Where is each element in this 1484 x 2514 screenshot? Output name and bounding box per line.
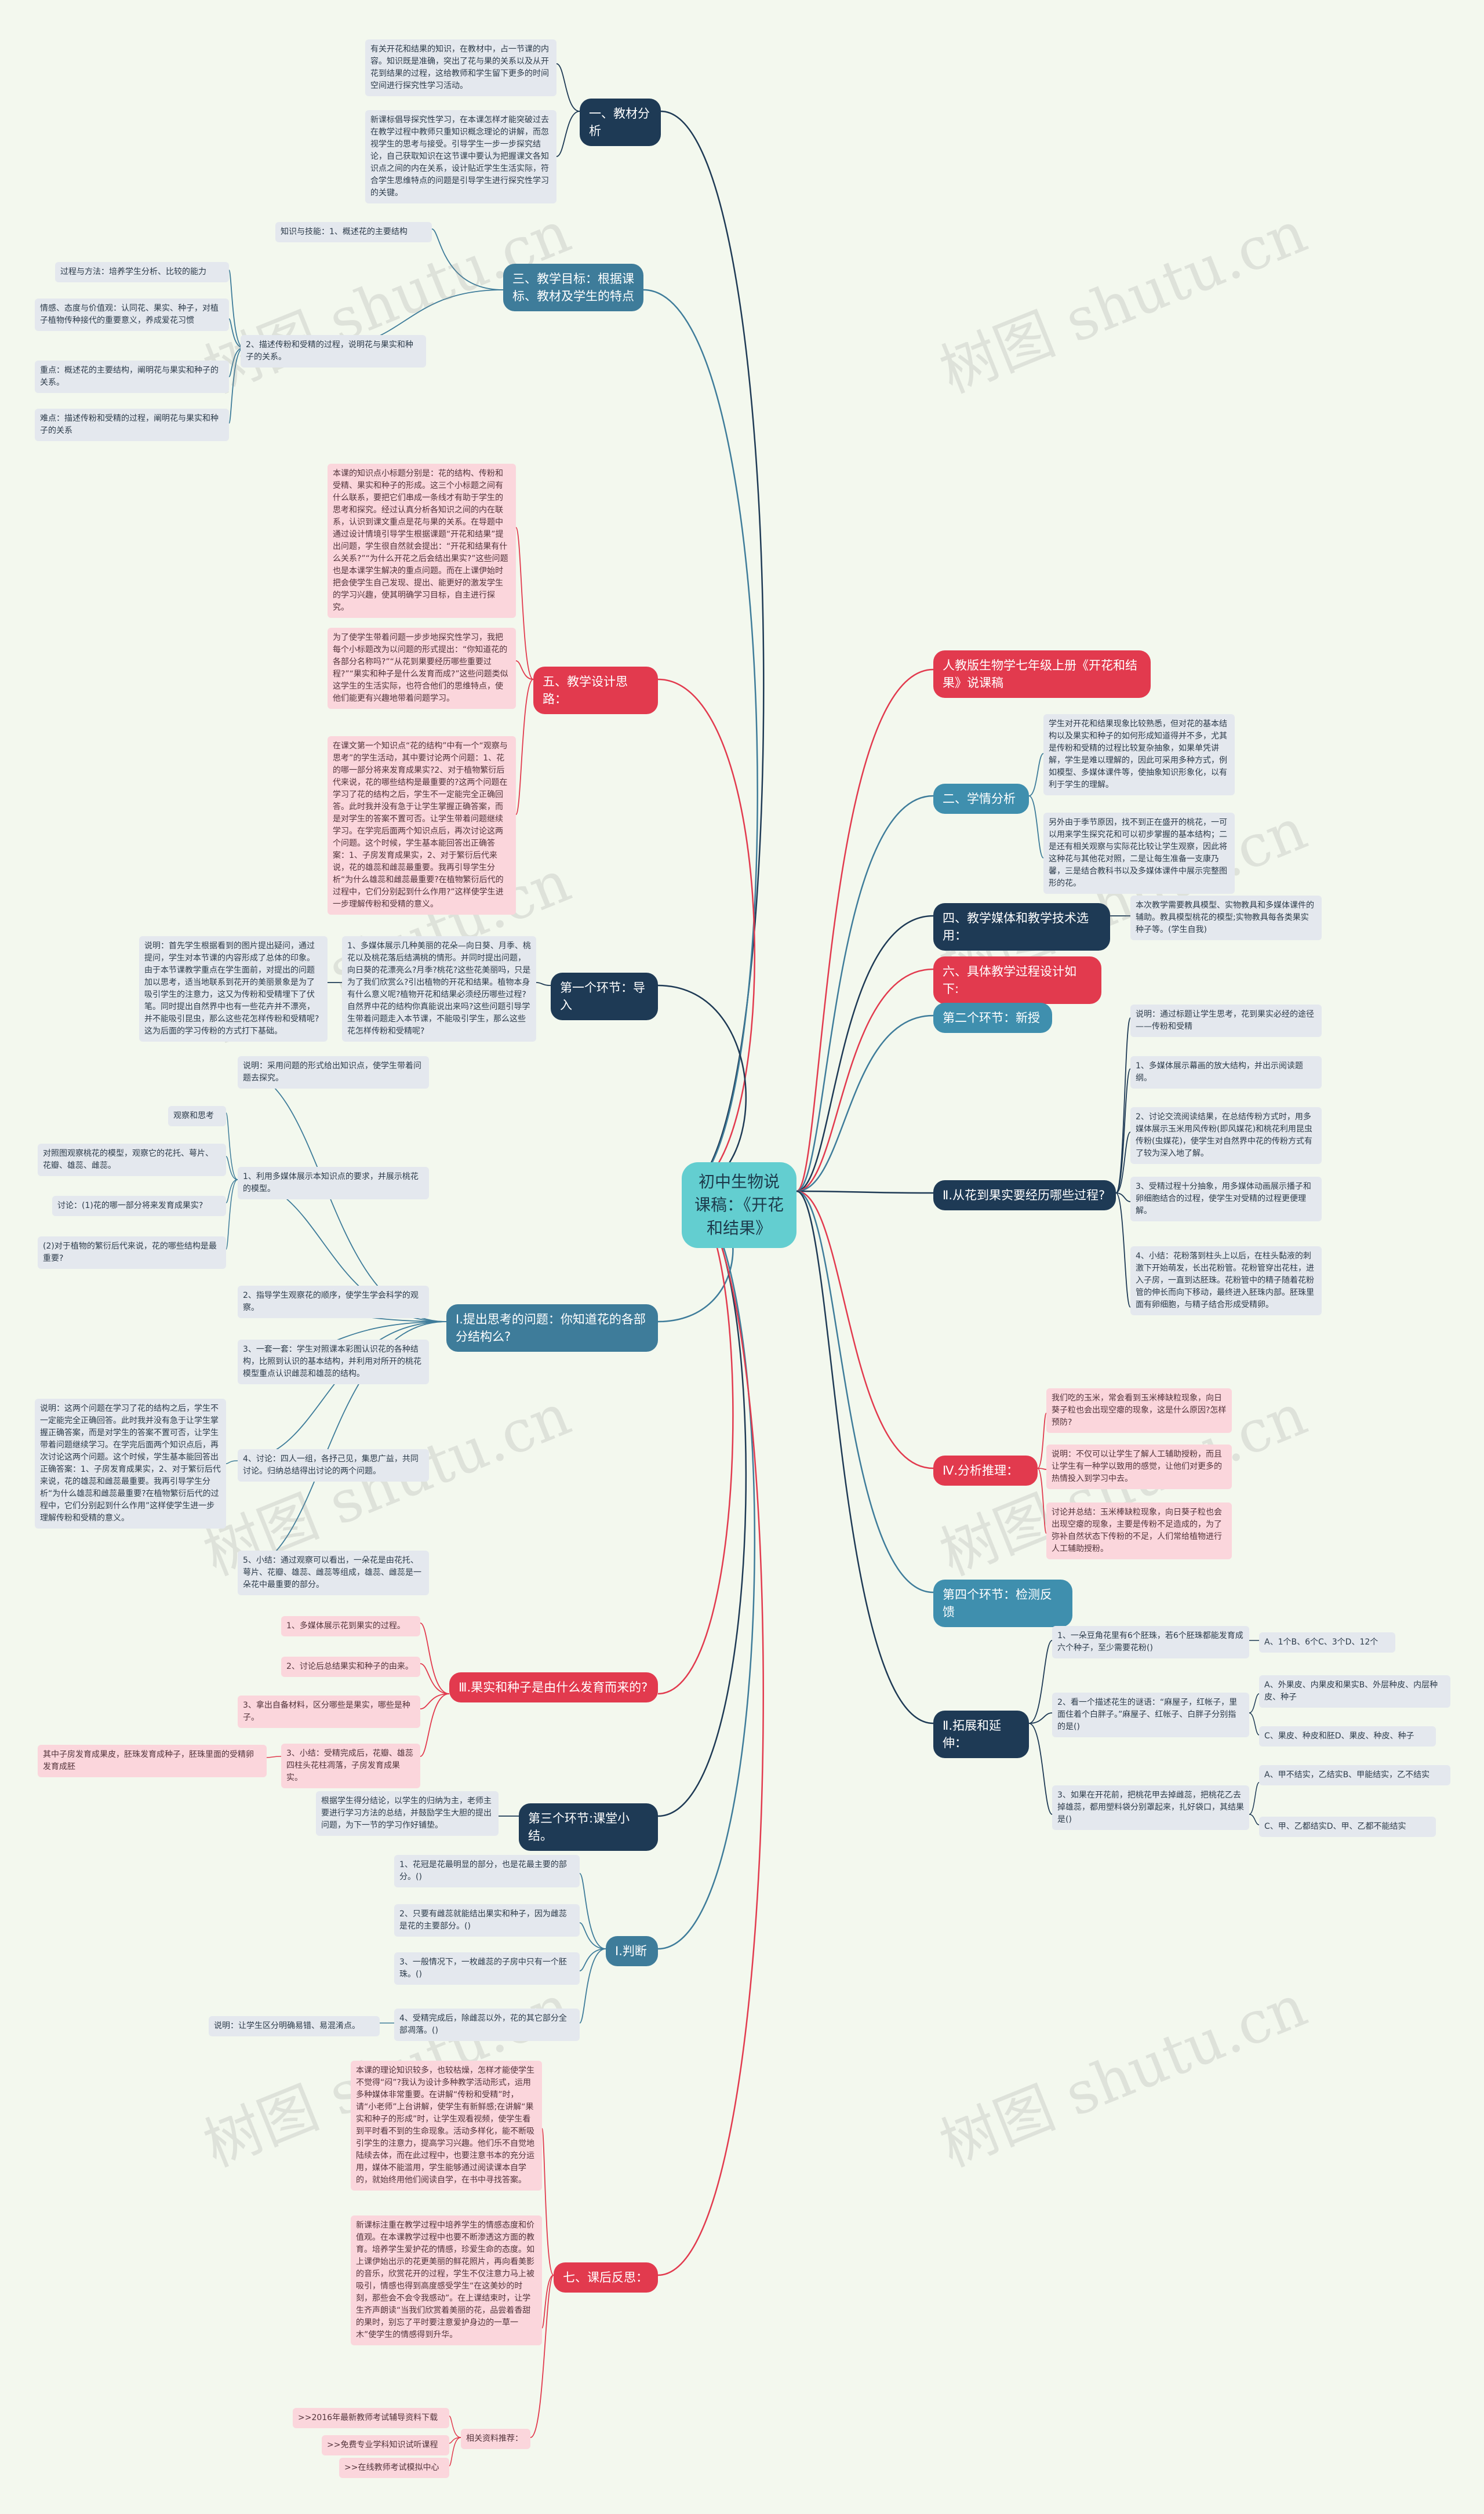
branch-step2[interactable]: 第二个环节：新授 <box>933 1003 1052 1033</box>
related-link[interactable]: >>在线教师考试模拟中心 <box>339 2458 449 2478</box>
q1-step: 4、讨论：四人一组，各抒己见，集思广益，共同讨论。归纳总结得出讨论的两个问题。 <box>238 1449 429 1482</box>
extension-q2-options: A、外果皮、内果皮和果实B、外层种皮、内层种皮、种子 <box>1259 1675 1450 1708</box>
branch-step1[interactable]: 第一个环节：导入 <box>551 973 658 1020</box>
q1-step: 5、小结：通过观察可以看出，一朵花是由花托、萼片、花瓣、雄蕊、雌蕊等组成，雄蕊、… <box>238 1551 429 1595</box>
related-resources[interactable]: 相关资料推荐： <box>461 2429 530 2449</box>
q1-sub: 观察和思考 <box>168 1106 226 1126</box>
branch-textbook-analysis[interactable]: 一、教材分析 <box>580 99 661 146</box>
goal-item: 难点：描述传粉和受精的过程，阐明花与果实和种子的关系 <box>35 409 229 441</box>
branch-step3[interactable]: 第三个环节:课堂小结。 <box>519 1803 658 1851</box>
extension-q2-options: C、果皮、种皮和胚D、果皮、种皮、种子 <box>1259 1726 1436 1747</box>
branch-q4[interactable]: Ⅳ.分析推理： <box>933 1456 1038 1486</box>
goal-item: 情感、态度与价值观：认同花、果实、种子，对植子植物传种接代的重要意义，养成爱花习… <box>35 299 229 331</box>
media-text: 本次教学需要教具模型、实物教具和多媒体课件的辅助。教具模型桃花的模型;实物教具每… <box>1130 896 1322 940</box>
goal-item: 过程与方法：培养学生分析、比较的能力 <box>55 262 229 282</box>
branch-q3[interactable]: Ⅲ.果实和种子是由什么发育而来的? <box>449 1672 658 1702</box>
q2-item: 4、小结：花粉落到柱头上以后，在柱头黏液的刺激下开始萌发，长出花粉管。花粉管穿出… <box>1130 1246 1322 1315</box>
q1-sub: (2)对于植物的繁衍后代来说，花的哪些结构是最重要? <box>38 1236 226 1269</box>
related-link[interactable]: >>2016年最新教师考试辅导资料下载 <box>293 2408 449 2428</box>
branch-q2[interactable]: Ⅱ.从花到果实要经历哪些过程? <box>933 1180 1116 1210</box>
q3-step: 3、小结：受精完成后，花瓣、雄蕊四柱头花柱凋落，子房发育成果实。 <box>281 1744 420 1788</box>
learner-analysis-1: 学生对开花和结果现象比较熟悉，但对花的基本结构以及果实和种子的如何形成知道得并不… <box>1043 714 1235 795</box>
goal-item: 重点：概述花的主要结构，阐明花与果实和种子的关系。 <box>35 361 229 393</box>
branch-extension[interactable]: Ⅱ.拓展和延伸： <box>933 1711 1029 1758</box>
step1-detail: 1、多媒体展示几种美丽的花朵—向日葵、月季、桃花以及桃花落后结满桃的情形。并同时… <box>342 936 536 1042</box>
extension-q3-options: C、甲、乙都结实D、甲、乙都不能结实 <box>1259 1817 1436 1837</box>
q2-item: 1、多媒体展示幕画的放大结构，并出示阅读题纲。 <box>1130 1056 1322 1089</box>
branch-step4[interactable]: 第四个环节：检测反馈 <box>933 1580 1072 1627</box>
judge-item: 4、受精完成后，除雌蕊以外，花的其它部分全部凋落。() <box>394 2009 580 2041</box>
q4-item: 说明：不仅可以让学生了解人工辅助授粉，而且让学生有一种学以致用的感觉，让他们对更… <box>1046 1445 1232 1489</box>
textbook-analysis-2: 新课标倡导探究性学习，在本课怎样才能突破过去在教学过程中教师只重知识概念理论的讲… <box>365 110 556 203</box>
q1-sub: 讨论：(1)花的哪一部分将来发育成果实? <box>52 1196 226 1216</box>
q2-item: 说明：通过标题让学生思考，花到果实必经的途径——传粉和受精 <box>1130 1005 1322 1037</box>
extension-q2: 2、看一个描述花生的谜语：“麻屋子，红帐子，里面住着个白胖子。”麻屋子、红帐子、… <box>1052 1693 1249 1737</box>
design-idea-3: 在课文第一个知识点“花的结构”中有一个“观察与思考”的学生活动，其中要讨论两个问… <box>328 736 516 915</box>
extension-q1-options: A、1个B、6个C、3个D、12个 <box>1259 1632 1395 1653</box>
step1-note: 说明：首先学生根据看到的图片提出疑问，通过提问，学生对本节课的内容形成了总体的印… <box>139 936 328 1042</box>
reflection-1: 本课的理论知识较多，也较枯燥，怎样才能使学生不觉得“闷”?我认为设计多种教学活动… <box>351 2061 542 2191</box>
branch-q1[interactable]: Ⅰ.提出思考的问题：你知道花的各部分结构么? <box>446 1304 658 1352</box>
branch-learner-analysis[interactable]: 二、学情分析 <box>933 784 1029 814</box>
q3-step-note: 其中子房发育成果皮，胚珠发育成种子，胚珠里面的受精卵发育成胚 <box>38 1745 267 1777</box>
branch-judge[interactable]: Ⅰ.判断 <box>606 1936 658 1966</box>
q2-item: 2、讨论交流阅读结果，在总结传粉方式时，用多媒体展示玉米用风传粉(即风媒花)和桃… <box>1130 1107 1322 1164</box>
goal-item: 2、描述传粉和受精的过程，说明花与果实和种子的关系。 <box>241 335 426 368</box>
q3-step: 1、多媒体展示花到果实的过程。 <box>281 1616 420 1636</box>
extension-q1: 1、一朵豆角花里有6个胚珠，若6个胚珠都能发育成六个种子，至少需要花粉() <box>1052 1626 1249 1658</box>
q1-step: 3、一套一套：学生对照课本彩图认识花的各种结构，比照到认识的基本结构，并利用对所… <box>238 1340 429 1384</box>
step3-detail: 根据学生得分结论，以学生的归纳为主，老师主要进行学习方法的总结，并鼓励学生大胆的… <box>316 1791 499 1836</box>
judge-note: 说明：让学生区分明确易错、易混淆点。 <box>209 2016 380 2036</box>
q3-step: 2、讨论后总结果实和种子的由来。 <box>281 1657 420 1677</box>
q1-sub: 对照图观察桃花的模型，观察它的花托、萼片、花瓣、雄蕊、雌蕊。 <box>38 1144 226 1176</box>
textbook-analysis-1: 有关开花和结果的知识，在教材中，占一节课的内容。知识既是准确，突出了花与果的关系… <box>365 39 556 96</box>
q3-step: 3、拿出自备材料，区分哪些是果实，哪些是种子。 <box>238 1696 420 1728</box>
judge-item: 2、只要有雌蕊就能结出果实和种子，因为雌蕊是花的主要部分。() <box>394 1904 580 1937</box>
goal-item: 知识与技能：1、概述花的主要结构 <box>275 222 432 242</box>
branch-reflection[interactable]: 七、课后反思： <box>554 2262 658 2293</box>
q1-step-note: 说明：这两个问题在学习了花的结构之后，学生不一定能完全正确回答。此时我并没有急于… <box>35 1399 226 1529</box>
branch-process[interactable]: 六、具体教学过程设计如下: <box>933 956 1101 1004</box>
design-idea-2: 为了使学生带着问题一步步地探究性学习，我把每个小标题改为以问题的形式提出：“你知… <box>328 628 516 709</box>
extension-q3-options: A、甲不结实，乙结实B、甲能结实，乙不结实 <box>1259 1765 1450 1785</box>
design-idea-1: 本课的知识点小标题分别是：花的结构、传粉和受精、果实和种子的形成。这三个小标题之… <box>328 464 516 618</box>
q1-step: 1、利用多媒体展示本知识点的要求，并展示桃花的模型。 <box>238 1167 429 1199</box>
q1-note: 说明：采用问题的形式给出知识点，使学生带着问题去探究。 <box>238 1056 429 1089</box>
judge-item: 3、一般情况下，一枚雌蕊的子房中只有一个胚珠。() <box>394 1952 580 1985</box>
root-topic[interactable]: 初中生物说课稿：《开花和结果》 <box>682 1162 796 1248</box>
reflection-2: 新课标注重在教学过程中培养学生的情感态度和价值观。在本课教学过程中也要不断渗透这… <box>351 2215 542 2345</box>
q1-step: 2、指导学生观察花的顺序，使学生学会科学的观察。 <box>238 1286 429 1318</box>
q2-item: 3、受精过程十分抽象，用多媒体动画展示播子和卵细胞结合的过程，使学生对受精的过程… <box>1130 1177 1322 1221</box>
branch-design-idea[interactable]: 五、教学设计思路： <box>533 667 658 714</box>
related-link[interactable]: >>免费专业学科知识试听课程 <box>322 2435 449 2455</box>
learner-analysis-2: 另外由于季节原因，找不到正在盛开的桃花，一可以用来学生探究花和可以初步掌握的基本… <box>1043 813 1235 894</box>
branch-media[interactable]: 四、教学媒体和教学技术选用： <box>933 903 1110 951</box>
branch-teaching-goals[interactable]: 三、教学目标：根据课标、教材及学生的特点 <box>503 264 643 311</box>
q4-item: 讨论并总结：玉米棒缺粒现象，向日葵子粒也会出现空瘪的现象，主要是传粉不足造成的，… <box>1046 1502 1232 1559</box>
branch-title[interactable]: 人教版生物学七年级上册《开花和结果》说课稿 <box>933 650 1151 698</box>
extension-q3: 3、如果在开花前，把桃花甲去掉雌蕊，把桃花乙去掉雄蕊，都用塑料袋分别罩起来，扎好… <box>1052 1785 1249 1830</box>
judge-item: 1、花冠是花最明显的部分，也是花最主要的部分。() <box>394 1855 580 1887</box>
q4-item: 我们吃的玉米，常会看到玉米棒缺粒现象，向日葵子粒也会出现空瘪的现象，这是什么原因… <box>1046 1388 1232 1433</box>
